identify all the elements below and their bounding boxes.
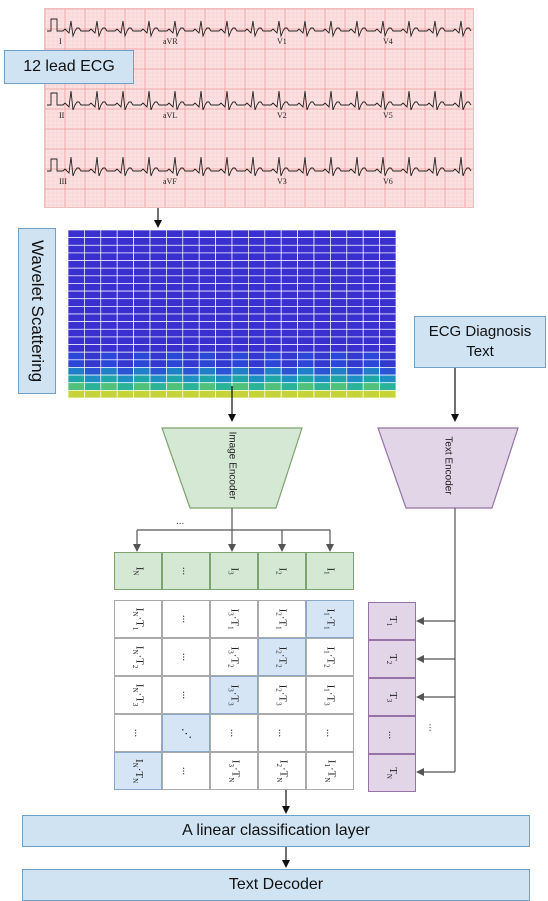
image-encoder-text: Image Encoder [226, 431, 238, 500]
wavelet-scattergram [67, 230, 396, 399]
matrix-cell: I3·T3 [210, 676, 258, 714]
fanout-ellipsis-text: ... [176, 516, 185, 527]
linear-layer-label: A linear classification layer [182, 822, 370, 839]
image-feature-cell: I2 [258, 552, 306, 590]
lead-label-v1: V1 [277, 37, 287, 46]
lead-label-v4: V4 [383, 37, 393, 46]
matrix-cell: I3·TN [210, 752, 258, 790]
matrix-cell: I3·T2 [210, 638, 258, 676]
lead-label-iii: III [59, 177, 67, 186]
matrix-cell: ⋰ [162, 714, 210, 752]
image-encoder-label: Image Encoder [227, 430, 238, 502]
ecg-trace [45, 9, 473, 207]
image-feature-cell: IN [114, 552, 162, 590]
lead-label-avl: aVL [163, 111, 178, 120]
matrix-cell: I2·TN [258, 752, 306, 790]
lead-label-v6: V6 [383, 177, 393, 186]
lead-label-i: I [59, 37, 62, 46]
fanout-ellipsis: ... [176, 516, 184, 527]
text-column-ellipsis: ... [427, 723, 438, 731]
lead-label-avf: aVF [163, 177, 177, 186]
matrix-cell: I1·T3 [306, 676, 354, 714]
ecg-row-3 [47, 156, 472, 177]
diagnosis-text-label: ECG Diagnosis Text [428, 323, 532, 360]
linear-classification-layer: A linear classification layer [22, 815, 530, 847]
text-encoder [377, 427, 519, 509]
text-decoder-label: Text Decoder [228, 876, 324, 893]
matrix-cell: ... [162, 600, 210, 638]
matrix-cell: ... [162, 752, 210, 790]
lead-label-v3: V3 [277, 177, 287, 186]
matrix-cell: ... [306, 714, 354, 752]
matrix-cell: ... [162, 676, 210, 714]
lead-label-ii: II [59, 111, 65, 120]
image-feature-cell: I3 [210, 552, 258, 590]
text-feature-cell: T2 [368, 640, 416, 678]
text-feature-cell: TN [368, 754, 416, 792]
wavelet-label: Wavelet Scattering [18, 228, 56, 394]
matrix-cell: I1·T2 [306, 638, 354, 676]
matrix-cell: I1·T1 [306, 600, 354, 638]
text-encoder-text: Text Encoder [442, 436, 454, 495]
matrix-cell: ... [162, 638, 210, 676]
text-decoder: Text Decoder [22, 869, 530, 901]
matrix-cell: I2·T3 [258, 676, 306, 714]
matrix-cell: I3·T1 [210, 600, 258, 638]
matrix-cell: ... [114, 714, 162, 752]
image-encoder [161, 427, 303, 509]
lead-label-avr: aVR [163, 37, 178, 46]
matrix-cell: IN·TN [114, 752, 162, 790]
lead-label-v5: V5 [383, 111, 393, 120]
matrix-cell: ... [210, 714, 258, 752]
ecg-row-2 [47, 90, 472, 111]
ecg-row-1 [47, 18, 472, 38]
matrix-cell: IN·T1 [114, 600, 162, 638]
diagnosis-text-box: ECG Diagnosis Text [414, 316, 546, 368]
text-feature-cell: T1 [368, 602, 416, 640]
matrix-cell: ... [258, 714, 306, 752]
text-column-ellipsis-text: ... [426, 723, 438, 732]
matrix-cell: I2·T1 [258, 600, 306, 638]
image-feature-cell: ... [162, 552, 210, 590]
ecg-label: 12 lead ECG [4, 50, 134, 84]
matrix-cell: I1·TN [306, 752, 354, 790]
image-feature-cell: I1 [306, 552, 354, 590]
matrix-cell: IN·T2 [114, 638, 162, 676]
lead-label-v2: V2 [277, 111, 287, 120]
matrix-cell: IN·T3 [114, 676, 162, 714]
text-feature-cell: ... [368, 716, 416, 754]
matrix-cell: I2·T2 [258, 638, 306, 676]
text-feature-cell: T3 [368, 678, 416, 716]
text-encoder-label: Text Encoder [443, 430, 454, 502]
ecg-label-text: 12 lead ECG [23, 58, 115, 75]
